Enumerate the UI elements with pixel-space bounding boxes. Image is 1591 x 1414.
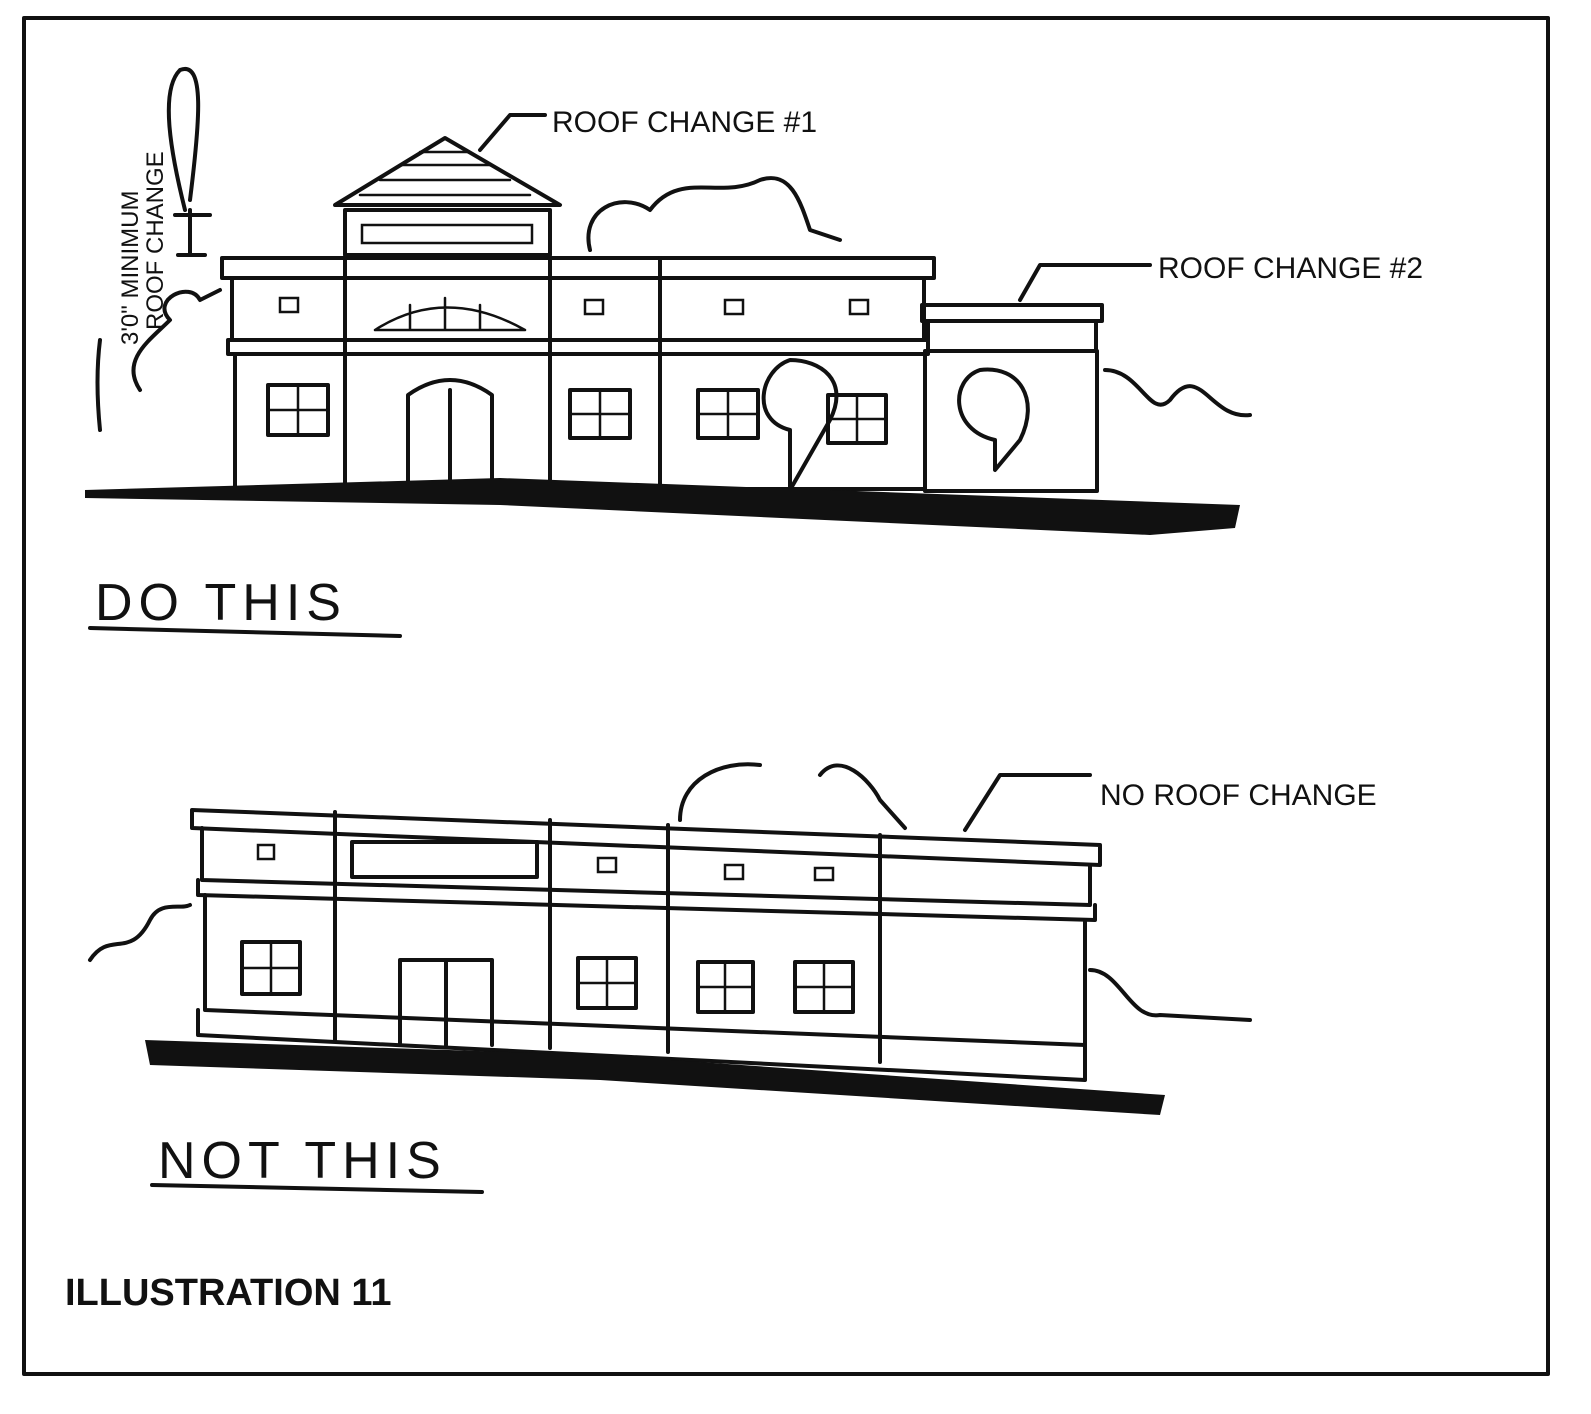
tree-wing (957, 367, 1030, 472)
tree-outline-right-2 (1088, 968, 1252, 1022)
underline-not-this (150, 1183, 484, 1194)
dimension-marker (173, 208, 212, 257)
tree-outline-back-2 (678, 762, 907, 830)
upper-band (230, 276, 926, 342)
ground-line (85, 478, 1240, 535)
upper-band-2 (200, 826, 1092, 907)
base-2 (196, 1008, 1087, 1082)
main-wall (233, 352, 927, 491)
tree-outline-left-2 (88, 903, 192, 962)
underline-do-this (88, 626, 402, 638)
frame-border (22, 16, 1550, 1376)
caption-not-this: NOT THIS (158, 1132, 447, 1190)
entry-doors-2 (398, 958, 494, 1047)
tree-outline-left (131, 288, 222, 392)
cornice (226, 338, 930, 356)
main-wall-2 (203, 893, 1087, 1047)
label-roof-change-1: ROOF CHANGE #1 (552, 106, 817, 139)
building-do-this (85, 66, 1252, 535)
label-roof-change-2: ROOF CHANGE #2 (1158, 252, 1423, 285)
min-change-text-2: ROOF CHANGE (142, 151, 169, 330)
cornice-2 (196, 878, 1097, 922)
clerestory-2 (350, 840, 539, 879)
main-parapet (220, 256, 936, 280)
building-not-this (88, 762, 1252, 1115)
label-no-roof-change: NO ROOF CHANGE (1100, 779, 1377, 812)
pilasters (343, 256, 662, 492)
min-change-text-1: 3'0" MINIMUM (117, 191, 144, 345)
leader-roof-change-1 (478, 113, 547, 152)
ground-line-2 (145, 1040, 1165, 1115)
low-wing-parapet (920, 303, 1104, 323)
illustration-number: ILLUSTRATION 11 (65, 1272, 392, 1314)
pilasters-2 (333, 810, 882, 1064)
windows (266, 383, 888, 445)
parapet (190, 808, 1102, 867)
low-wing-wall (923, 349, 1099, 493)
tower-clerestory (343, 208, 552, 257)
roof-tiles (358, 150, 532, 197)
caption-do-this: DO THIS (95, 574, 347, 632)
tree-outline-back (586, 176, 842, 252)
tree-front (761, 358, 839, 492)
leader-roof-change-2 (1018, 263, 1152, 302)
entry-doors (406, 378, 494, 487)
tower-pyramid-roof (333, 136, 562, 207)
windows-2 (240, 940, 855, 1014)
leader-no-roof-change (963, 773, 1092, 832)
shrub-left (95, 338, 102, 432)
tree-outline-right (1103, 368, 1252, 418)
leader-curve (166, 66, 201, 212)
arched-transom (373, 296, 527, 332)
